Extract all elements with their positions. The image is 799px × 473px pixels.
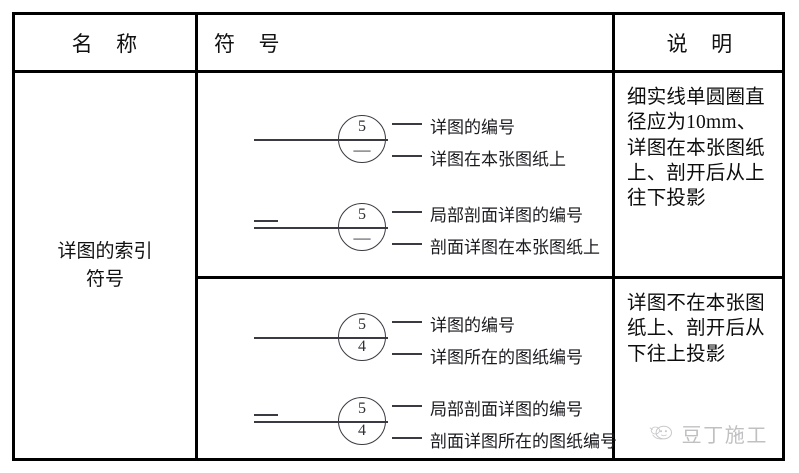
circle-chord-line <box>336 421 388 423</box>
callout-label-bottom: 剖面详图所在的图纸编号 <box>430 432 617 451</box>
header-cell-symbol: 符 号 <box>198 15 612 70</box>
section-cut-mark <box>254 220 278 222</box>
leader-line-bottom <box>392 353 422 355</box>
symbol-name-line-2: 符号 <box>85 268 124 290</box>
detail-number-top: 5 <box>358 400 366 417</box>
leader-line-top <box>392 405 422 407</box>
cell-symbols-section-2: 5 4 详图的编号 详图所在的图纸编号 5 4 <box>198 279 617 458</box>
cell-symbol-name: 详图的索引 符号 <box>15 73 195 458</box>
callout-label-top: 局部剖面详图的编号 <box>430 400 583 419</box>
bean-mascot-icon <box>649 425 672 439</box>
circle-chord-line <box>336 227 388 229</box>
cell-description-section-1: 细实线单圆圈直径应为10mm、详图在本张图纸上、剖开后从上往下投影 <box>627 87 765 210</box>
header-cell-description: 说 明 <box>615 15 785 70</box>
reference-line <box>254 421 364 423</box>
leader-line-bottom <box>392 243 422 245</box>
reference-line <box>254 139 364 141</box>
detail-number-top: 5 <box>358 118 366 135</box>
detail-number-bottom: — <box>353 228 371 247</box>
watermark: 豆丁施工 <box>647 419 768 448</box>
symbol-name-line-1: 详图的索引 <box>57 240 153 262</box>
header-label-name: 名 称 <box>71 31 139 56</box>
reference-line <box>254 227 364 229</box>
detail-number-bottom: 4 <box>358 338 366 355</box>
column-divider-1 <box>195 15 198 458</box>
symbol-diagram: 5 4 详图的编号 详图所在的图纸编号 <box>198 295 612 381</box>
leader-line-top <box>392 211 422 213</box>
circle-chord-line <box>336 337 388 339</box>
callout-label-bottom: 详图在本张图纸上 <box>430 150 566 169</box>
detail-number-top: 5 <box>358 206 366 223</box>
section-row-divider <box>195 276 782 279</box>
header-cell-name: 名 称 <box>15 15 195 70</box>
symbol-diagram: 5 — 详图的编号 详图在本张图纸上 <box>198 97 612 183</box>
symbol-diagram: 5 4 局部剖面详图的编号 剖面详图所在的图纸编号 <box>198 379 617 465</box>
leader-line-bottom <box>392 437 422 439</box>
cell-description-section-2: 详图不在本张图纸上、剖开后从下往上投影 <box>627 293 765 365</box>
cell-symbols-section-1: 5 — 详图的编号 详图在本张图纸上 5 — <box>198 73 612 276</box>
callout-label-top: 局部剖面详图的编号 <box>430 206 583 225</box>
symbol-diagram: 5 — 局部剖面详图的编号 剖面详图在本张图纸上 <box>198 185 612 271</box>
detail-number-bottom: — <box>353 140 371 159</box>
leader-line-top <box>392 321 422 323</box>
callout-label-bottom: 详图所在的图纸编号 <box>430 348 583 367</box>
leader-line-top <box>392 123 422 125</box>
circle-chord-line <box>336 139 388 141</box>
callout-label-top: 详图的编号 <box>430 316 515 335</box>
leader-line-bottom <box>392 155 422 157</box>
detail-number-top: 5 <box>358 316 366 333</box>
header-label-symbol: 符 号 <box>214 31 281 56</box>
section-cut-mark <box>254 414 278 416</box>
column-divider-2 <box>612 15 615 458</box>
callout-label-bottom: 剖面详图在本张图纸上 <box>430 238 600 257</box>
header-label-description: 说 明 <box>666 31 734 56</box>
detail-number-bottom: 4 <box>358 422 366 439</box>
watermark-text: 豆丁施工 <box>681 425 768 447</box>
header-row-divider <box>15 70 782 73</box>
callout-label-top: 详图的编号 <box>430 118 515 137</box>
symbol-reference-table: 名 称 符 号 说 明 详图的索引 符号 5 — <box>12 12 785 461</box>
reference-line <box>254 337 364 339</box>
